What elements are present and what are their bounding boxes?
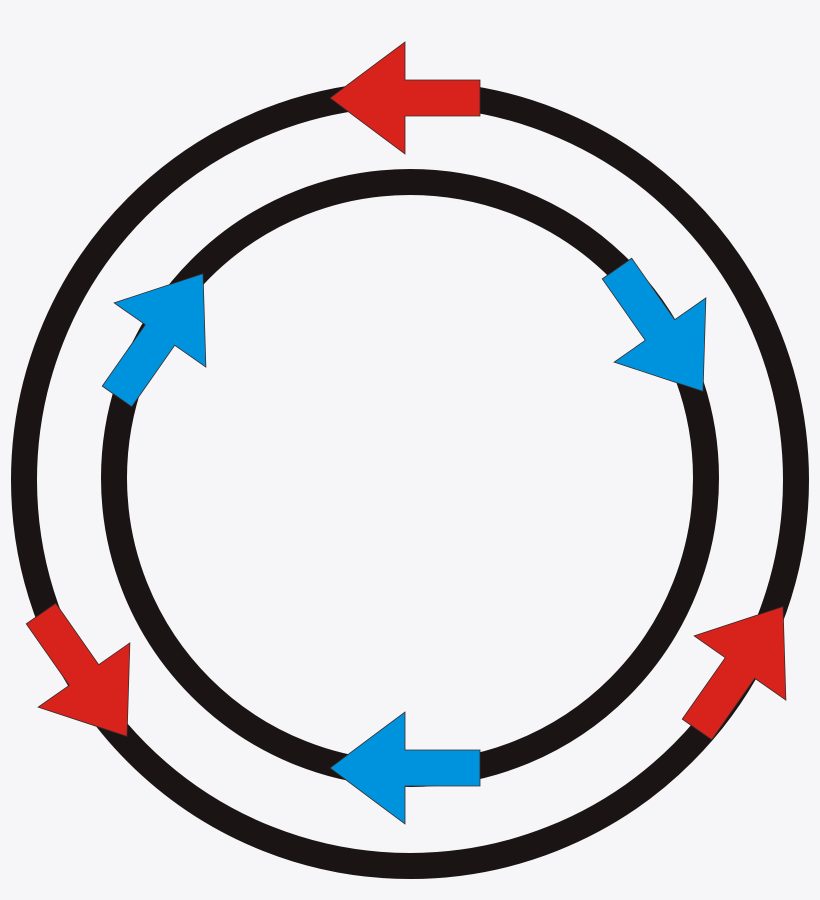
inner-arrow-bottom — [329, 711, 481, 825]
arrow-icon — [101, 273, 207, 408]
outer-arrow-top — [329, 41, 481, 155]
arrow-icon — [601, 257, 707, 392]
arrow-icon — [681, 606, 787, 741]
arrow-icon — [329, 711, 481, 825]
inner-arrow-right — [601, 257, 707, 392]
arrow-icon — [25, 602, 131, 737]
outer-arrow-right — [681, 606, 787, 741]
outer-arrow-left — [25, 602, 131, 737]
arrow-icon — [329, 41, 481, 155]
inner-arrow-left — [101, 273, 207, 408]
